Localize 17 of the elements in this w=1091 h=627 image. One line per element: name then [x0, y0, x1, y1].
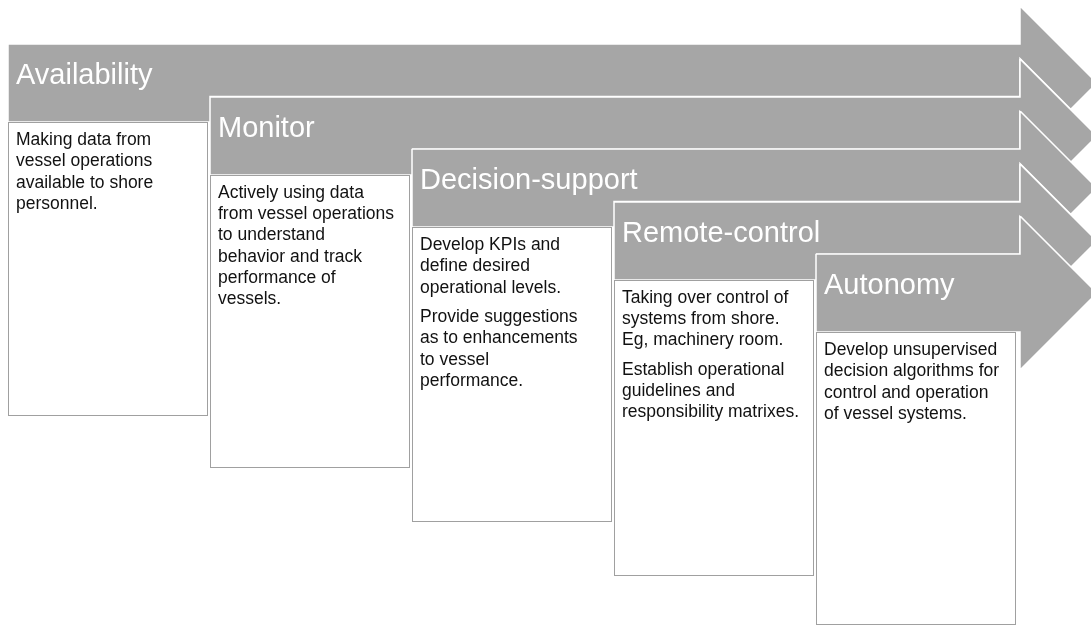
- description-text: Taking over control of systems from shore. Eg, machinery room.: [622, 286, 790, 351]
- stage-title: Remote-control: [622, 217, 821, 247]
- stage-title: Decision-support: [420, 165, 638, 194]
- stage-title: Monitor: [218, 112, 315, 142]
- description-text: Actively using data from vessel operations to understand behavior and track performance of vessels.: [218, 181, 395, 310]
- description-box: [614, 279, 814, 576]
- description-box: [412, 227, 612, 522]
- description-box: [210, 174, 410, 468]
- description-text: Making data from vessel operations available to shore personnel.: [16, 129, 155, 215]
- description-text: Provide suggestions as to enhancements to vessel performance.: [420, 306, 579, 392]
- description-text: Establish operational guidelines and responsibility matrixes.: [622, 358, 799, 423]
- stage-title: Autonomy: [824, 270, 955, 299]
- description-text: Develop KPIs and define desired operational levels.: [420, 234, 563, 299]
- description-text: Develop unsupervised decision algorithms for control and operation of vessel systems.: [824, 339, 1001, 425]
- stage-title: Availability: [16, 60, 153, 89]
- description-box: [816, 332, 1016, 625]
- description-box: [8, 122, 208, 416]
